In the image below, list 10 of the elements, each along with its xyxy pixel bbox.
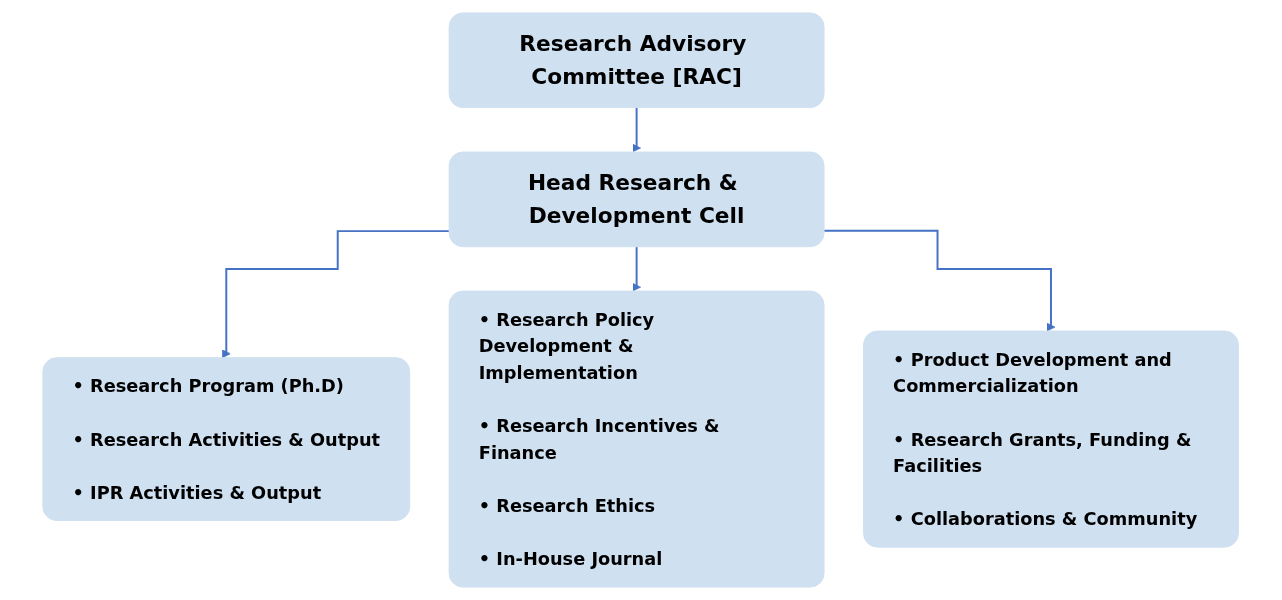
arrow [823,229,1056,332]
node-box [449,290,825,588]
org-chart: Research Advisory Committee [RAC] Head Research & Development Cell • Research Program (Ph.D) • Research Activities & Output • IPR Activities & Output • Research Policy Development & Implementation • Research Incentives & Finance • Research Ethics • In-House Journal • Product Development and Commercialization • Research Grants, Funding & Facilities • Collaborations & Community [35,5,1247,595]
node-box [449,151,825,248]
arrow [222,230,451,359]
node-box [449,12,825,109]
arrow [632,106,642,153]
arrow [632,245,642,292]
node-box [863,330,1240,548]
node-box [42,357,411,521]
